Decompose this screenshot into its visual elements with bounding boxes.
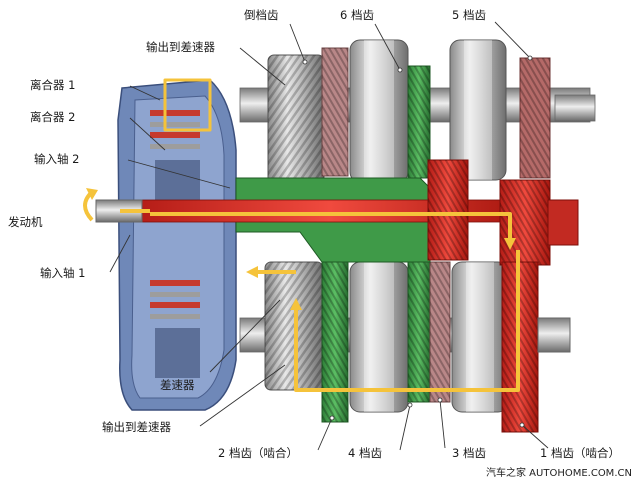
label-engine: 发动机: [8, 215, 43, 229]
synchronizer-5: [449, 39, 507, 181]
reverse-gear: [267, 54, 325, 184]
label-reverse-gear: 倒档齿: [244, 8, 279, 22]
watermark: 汽车之家 AUTOHOME.COM.CN: [486, 468, 632, 479]
leader-lines: [109, 21, 549, 451]
label-differential: 差速器: [160, 378, 195, 392]
gear-6-green: [407, 65, 431, 179]
power-flow-arrows: [120, 78, 520, 392]
gear-2-green: [321, 261, 349, 423]
clutch-plates-lower: [150, 280, 200, 378]
clutch-plates-upper: [150, 110, 200, 200]
label-output-to-differential-bottom: 输出到差速器: [102, 420, 171, 434]
gear-4-green: [407, 261, 431, 403]
label-gear-4: 4 档齿: [348, 446, 382, 460]
label-gear-6: 6 档齿: [340, 8, 374, 22]
clutch-housing-inner: [131, 95, 225, 399]
label-clutch-1: 离合器 1: [30, 78, 76, 92]
label-input-shaft-1: 输入轴 1: [40, 266, 86, 280]
gear-5: [519, 57, 551, 179]
label-gear-5: 5 档齿: [452, 8, 486, 22]
label-gear-1: 1 档齿（啮合）: [540, 446, 620, 460]
flow-arrowhead: [504, 238, 516, 250]
label-gear-2: 2 档齿（啮合）: [218, 446, 298, 460]
synchronizer-1-3: [451, 261, 509, 413]
label-gear-3: 3 档齿: [452, 446, 486, 460]
gear-3: [429, 261, 451, 403]
label-clutch-2: 离合器 2: [30, 110, 76, 124]
label-input-shaft-2: 输入轴 2: [34, 152, 80, 166]
label-output-to-differential-top: 输出到差速器: [146, 40, 215, 54]
gear-6-upper: [321, 47, 349, 177]
synchronizer-6-r: [349, 39, 409, 183]
